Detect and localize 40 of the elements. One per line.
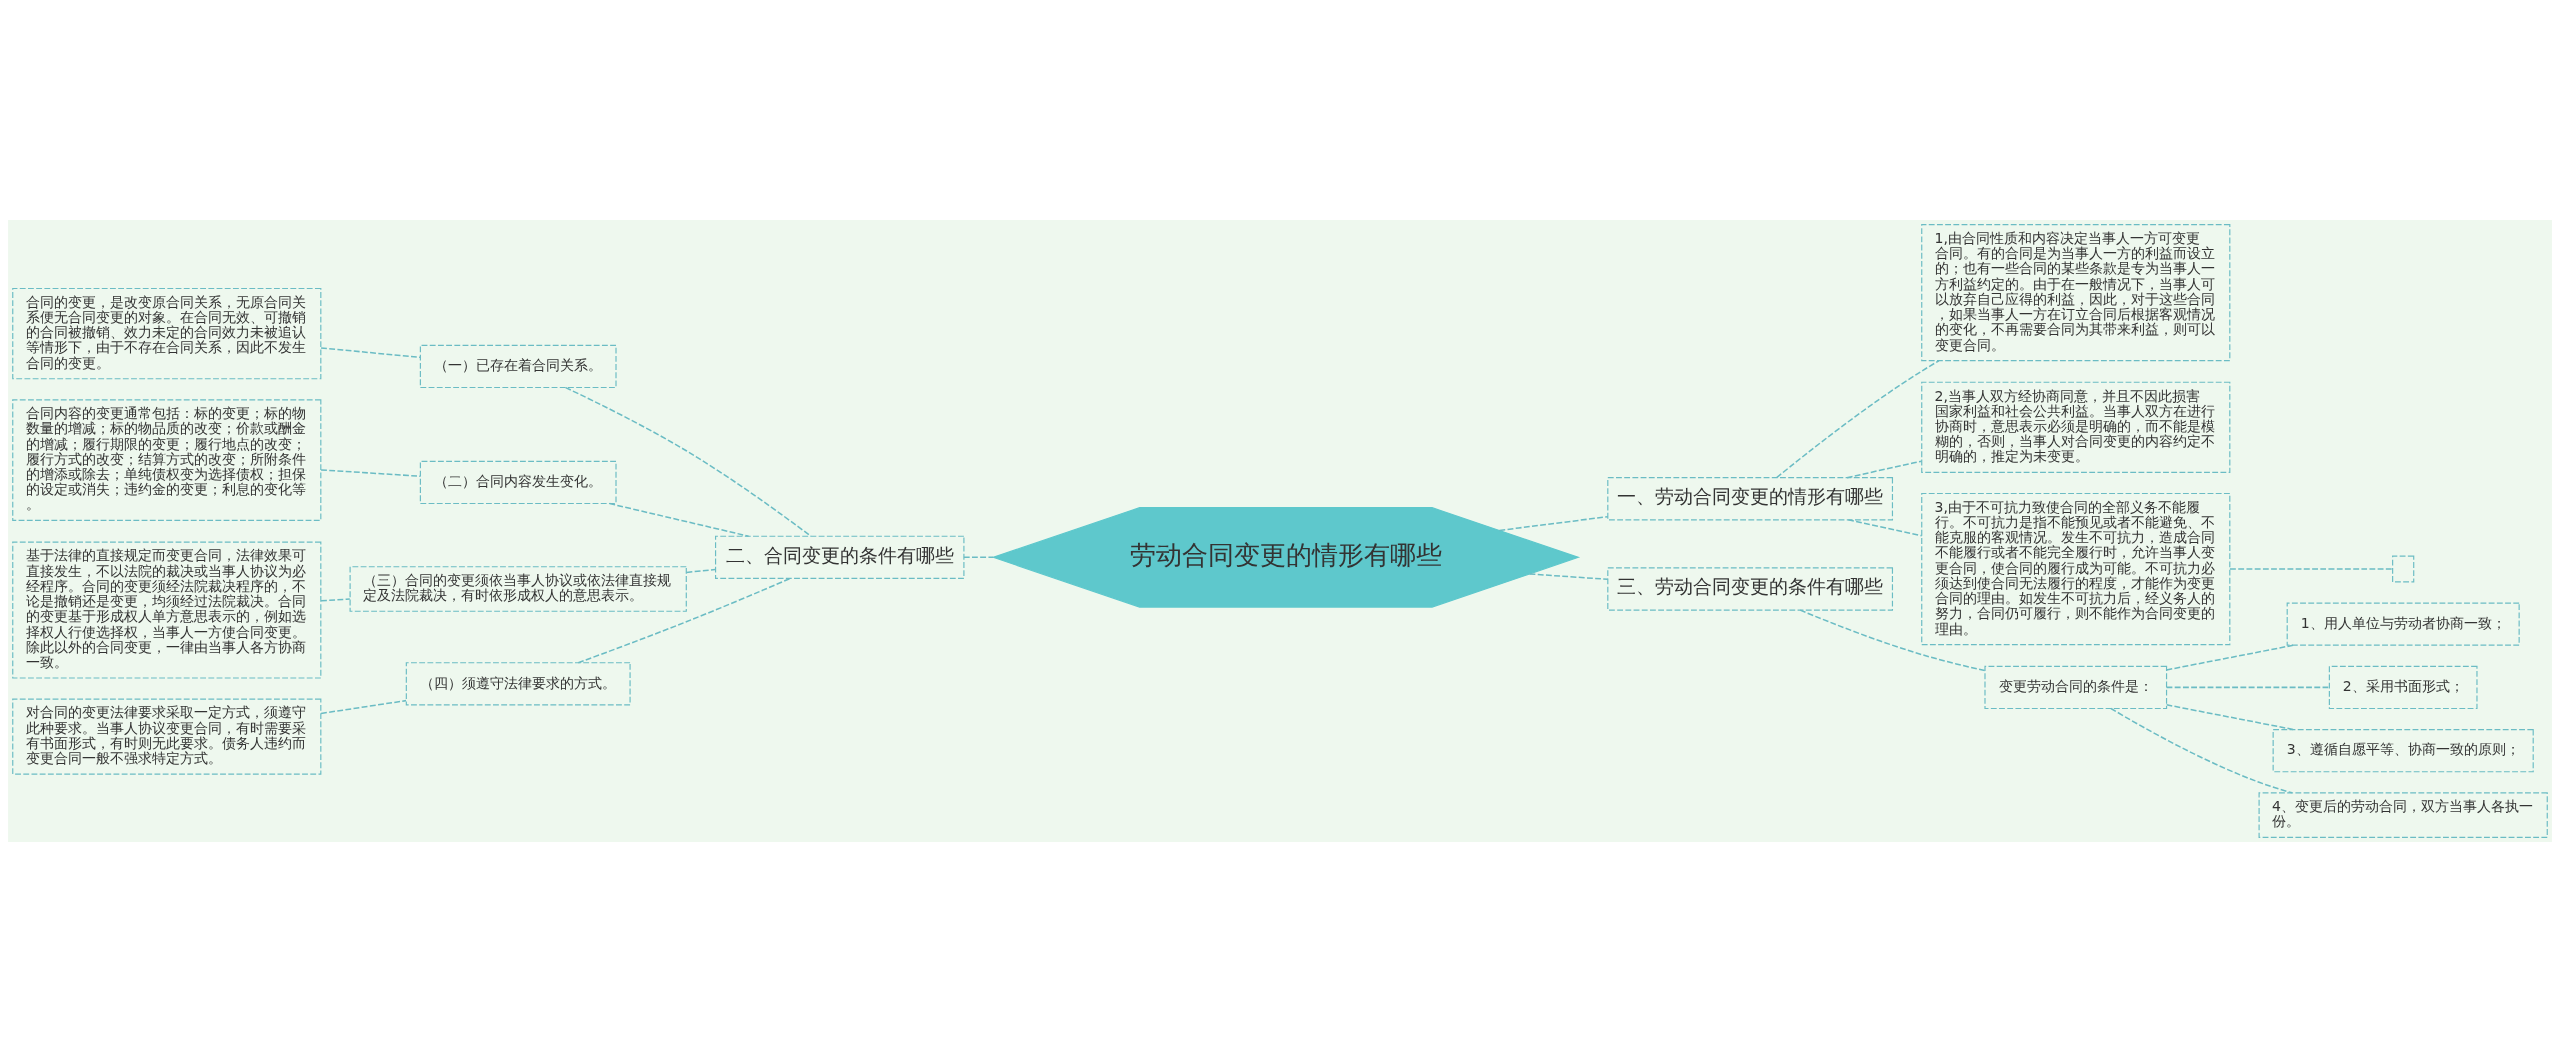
connector bbox=[2165, 703, 2295, 730]
node-box: 1,由合同性质和内容决定当事人一方可变更合同。有的合同是为当事人一方的利益而设立的；也有一些合同的某些条款是专为当事人一方利益约定的。由于在一般情况下，当事人可以放弃自己应得的利益，因此，对于这些合同，如果当事人一方在订立合同后根据客观情况的变化，不再需要合同为其带来利益，则可以变更合同。 bbox=[1921, 223, 2231, 361]
node-box: （三）合同的变更须依当事人协议或依法律直接规定及法院裁决，有时依形成权人的意思表示。 bbox=[349, 565, 687, 612]
node-box: 3、遵循自愿平等、协商一致的原则； bbox=[2272, 728, 2534, 772]
connector bbox=[2165, 643, 2295, 671]
node-box: 1、用人单位与劳动者协商一致； bbox=[2286, 601, 2520, 646]
connector bbox=[564, 386, 812, 537]
connector bbox=[320, 597, 351, 602]
connector bbox=[1776, 359, 1940, 478]
connector bbox=[1846, 459, 1923, 478]
connector bbox=[320, 699, 407, 714]
node-box: （二）合同内容发生变化。 bbox=[419, 460, 617, 504]
connector bbox=[963, 556, 994, 558]
connector bbox=[1799, 608, 1986, 671]
node-box: 4、变更后的劳动合同，双方当事人各执一份。 bbox=[2258, 791, 2548, 838]
node-box: （四）须遵守法律要求的方式。 bbox=[405, 661, 631, 706]
node-box: 一、劳动合同变更的情形有哪些 bbox=[1607, 476, 1894, 520]
connector bbox=[608, 502, 750, 537]
connector bbox=[1498, 515, 1609, 531]
node-box: 合同的变更，是改变原合同关系，无原合同关系便无合同变更的对象。在合同无效、可撤销的合同被撤销、效力未定的合同效力未被追认等情形下，由于不存在合同关系，因此不发生合同的变更。 bbox=[12, 287, 322, 379]
node-box bbox=[2392, 555, 2415, 583]
node-box: 3,由于不可抗力致使合同的全部义务不能履行。不可抗力是指不能预见或者不能避免、不能克服的客观情况。发生不可抗力，造成合同不能履行或者不能完全履行时，允许当事人变更合同，使合同的履行成为可能。不可抗力必须达到使合同无法履行的程度，才能作为变更合同的理由。如发生不可抗力后，经义务人的努力，合同仍可履行，则不能作为合同变更的理由。 bbox=[1921, 492, 2231, 645]
node-box: 2,当事人双方经协商同意，并且不因此损害国家利益和社会公共利益。当事人双方在进行协商时，意思表示必须是明确的，而不能是模糊的，否则，当事人对合同变更的内容约定不明确的，推定为未变更。 bbox=[1921, 381, 2231, 473]
connector bbox=[685, 568, 716, 573]
connector bbox=[577, 577, 791, 663]
connector bbox=[1847, 518, 1923, 537]
node-box: 二、合同变更的条件有哪些 bbox=[715, 535, 965, 579]
connector bbox=[320, 468, 422, 477]
node-box: （一）已存在着合同关系。 bbox=[419, 344, 617, 388]
connector bbox=[1528, 572, 1609, 580]
connector bbox=[2165, 686, 2330, 688]
node-box: 合同内容的变更通常包括：标的变更；标的物数量的增减；标的物品质的改变；价款或酬金的增减；履行期限的变更；履行地点的改变；履行方式的改变；结算方式的改变；所附条件的增添或除去；单纯债权变为选择债权；担保的设定或消失；违约金的变更；利息的变化等。 bbox=[12, 398, 322, 521]
connector bbox=[2110, 707, 2293, 794]
connector bbox=[320, 346, 422, 358]
node-box: 三、劳动合同变更的条件有哪些 bbox=[1607, 566, 1894, 611]
node-box: 2、采用书面形式； bbox=[2328, 665, 2478, 709]
node-box: 对合同的变更法律要求采取一定方式，须遵守此种要求。当事人协议变更合同，有时需要采有书面形式，有时则无此要求。债务人违约而变更合同一般不强求特定方式。 bbox=[12, 698, 322, 775]
node-box: 基于法律的直接规定而变更合同，法律效果可直接发生，不以法院的裁决或当事人协议为必经程序。合同的变更须经法院裁决程序的，不论是撤销还是变更，均须经过法院裁决。合同的变更基于形成权人单方意思表示的，例如选择权人行使选择权，当事人一方使合同变更。除此以外的合同变更，一律由当事人各方协商一致。 bbox=[12, 541, 322, 679]
connector bbox=[2229, 567, 2394, 570]
node-box: 变更劳动合同的条件是： bbox=[1984, 665, 2168, 709]
